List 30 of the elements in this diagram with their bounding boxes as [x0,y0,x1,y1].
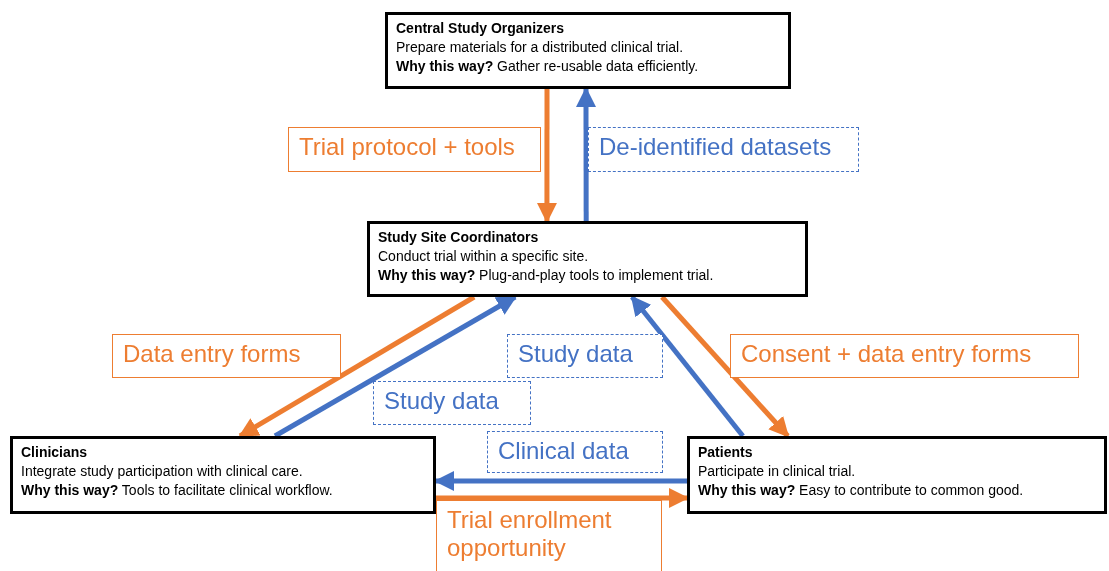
edge-label: Clinical data [487,431,663,473]
box-text: Participate in clinical trial. [698,462,857,481]
arrow [434,471,687,491]
edge-label: Trial protocol + tools [288,127,541,172]
box-text: Why this way? Plug-and-play tools to implement trial. [378,266,715,285]
box-text: Prepare materials for a distributed clinical trial. [396,38,685,57]
arrow [536,89,557,223]
arrow [660,295,790,438]
edge-label: Trial enrollment opportunity [436,500,662,571]
edge-label: Consent + data entry forms [730,334,1079,378]
process-box [367,221,808,297]
box-text: Conduct trial within a specific site. [378,247,590,266]
edge-label: Data entry forms [112,334,341,378]
arrow [576,87,596,221]
process-box [10,436,436,514]
box-text: Why this way? Tools to facilitate clinical workflow. [21,481,334,500]
box-title: Study Site Coordinators [378,228,540,247]
arrow [436,488,689,508]
arrow [630,295,745,438]
box-title: Clinicians [21,443,89,462]
box-text: Why this way? Easy to contribute to common good. [698,481,1025,500]
edge-label: Study data [507,334,663,378]
edge-label: De-identified datasets [588,127,859,172]
box-text: Integrate study participation with clinical care. [21,462,304,481]
edge-label: Study data [373,381,531,425]
process-box [385,12,791,89]
box-title: Patients [698,443,754,462]
box-text: Why this way? Gather re-usable data efficiently. [396,57,700,76]
process-box [687,436,1107,514]
box-title: Central Study Organizers [396,19,566,38]
